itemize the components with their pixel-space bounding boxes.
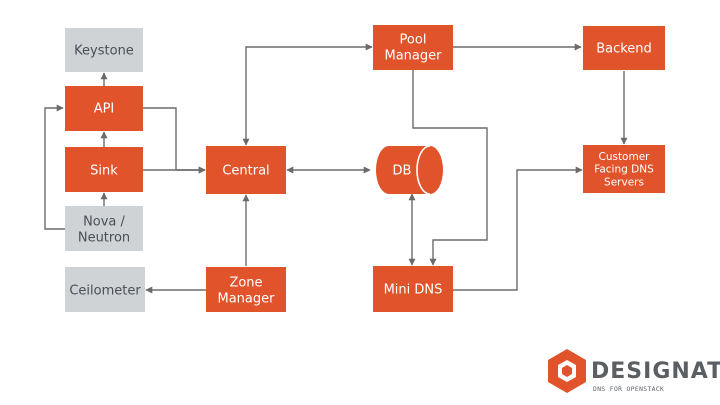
edge-central-pool-manager	[242, 43, 373, 146]
node-mini-dns-label: Mini DNS	[384, 283, 443, 298]
node-db-label: DB	[393, 164, 412, 179]
node-nova-neutron: Nova /Neutron	[65, 206, 143, 251]
node-label-line: Mini DNS	[384, 283, 443, 298]
connectors	[44, 43, 628, 294]
node-label-line: Zone	[229, 276, 262, 291]
node-label-line: Nova /	[83, 215, 125, 230]
node-backend-label: Backend	[596, 42, 652, 57]
node-label-line: Facing DNS	[594, 164, 654, 176]
node-label-line: Neutron	[78, 230, 130, 245]
component-nodes: Keystone API Sink Nova /Neutron Ceilomet…	[65, 25, 665, 312]
node-ceilometer: Ceilometer	[65, 267, 145, 312]
node-keystone-label: Keystone	[74, 44, 134, 59]
node-sink-label: Sink	[90, 164, 118, 179]
node-ceilometer-label: Ceilometer	[69, 284, 141, 299]
node-central: Central	[206, 146, 286, 194]
edge-pool-manager-mini-dns	[412, 70, 488, 266]
node-mini-dns: Mini DNS	[373, 266, 453, 312]
node-label-line: API	[94, 102, 115, 117]
edge-api-central	[143, 107, 206, 174]
node-sink: Sink	[65, 147, 143, 192]
edge-mini-dns-customer-dns	[453, 166, 583, 291]
node-label-line: Manager	[385, 48, 443, 63]
node-label-line: Keystone	[74, 44, 134, 59]
logo-tagline: DNS FOR OPENSTACK	[593, 386, 664, 393]
node-label-line: Central	[222, 164, 269, 179]
designate-hexagon-icon	[548, 349, 586, 393]
node-db: DB	[376, 145, 443, 195]
node-backend: Backend	[583, 26, 665, 70]
node-label-line: Manager	[218, 291, 276, 306]
node-keystone: Keystone	[65, 28, 143, 72]
node-label-line: Ceilometer	[69, 284, 141, 299]
logo-wordmark: DESIGNATE	[591, 359, 720, 384]
node-label-line: Backend	[596, 42, 652, 57]
node-api-label: API	[94, 102, 115, 117]
node-label-line: DB	[393, 164, 412, 179]
node-label-line: Sink	[90, 164, 118, 179]
designate-logo: DESIGNATE DNS FOR OPENSTACK	[548, 349, 720, 393]
node-central-label: Central	[222, 164, 269, 179]
edge-nova-api-loop	[44, 104, 65, 230]
node-nova-neutron-label: Nova /Neutron	[78, 215, 130, 246]
node-label-line: Pool	[400, 33, 427, 48]
node-label-line: Customer	[598, 151, 650, 163]
node-api: API	[65, 86, 143, 131]
node-label-line: Servers	[604, 176, 644, 188]
